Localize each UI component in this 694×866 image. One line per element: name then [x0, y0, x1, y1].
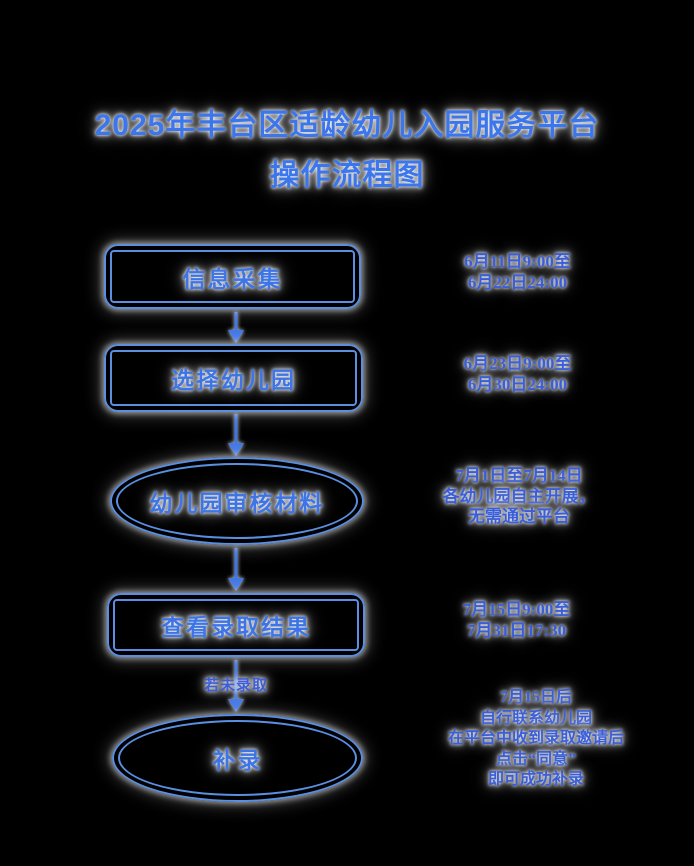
flow-node-label: 补录 [212, 748, 263, 773]
flow-node-inner-frame: 信息采集 [110, 250, 355, 303]
note-line: 7月15日9:00至 [462, 600, 571, 619]
edge-label-not-admitted: 若未录取 [203, 678, 269, 694]
note-line: 自行联系幼儿园 [479, 709, 592, 727]
flow-node-inner-frame: 补录 [118, 720, 357, 796]
note-view-results-dates: 7月15日9:00至 7月31日17:30 [444, 600, 589, 641]
arrow-step2-step3 [228, 414, 244, 456]
flow-node-supplementary-enrollment: 补录 [112, 714, 363, 802]
flow-node-label: 幼儿园审核材料 [149, 491, 325, 516]
arrow-step1-step2 [228, 312, 244, 343]
arrow-step4-step5 [228, 660, 244, 712]
title-line-1: 2025年丰台区适龄幼儿入园服务平台 [94, 109, 600, 142]
flow-node-view-results: 查看录取结果 [107, 593, 365, 657]
note-line: 7月1日至7月14日 [455, 466, 583, 485]
note-info-collection-dates: 6月11日9:00至 6月22日24:00 [445, 252, 590, 293]
note-line: 点击“同意” [495, 750, 576, 768]
note-material-review-dates: 7月1日至7月14日 各幼儿园自主开展， 无需通过平台 [433, 466, 605, 528]
note-line: 在平台中收到录取邀请后 [447, 730, 624, 747]
note-choose-kindergarten-dates: 6月23日9:00至 6月30日24:00 [445, 354, 590, 395]
note-line: 即可成功补录 [487, 771, 584, 788]
title-line-2: 操作流程图 [269, 159, 425, 192]
flow-node-info-collection: 信息采集 [104, 244, 361, 309]
flow-node-choose-kindergarten: 选择幼儿园 [104, 344, 363, 412]
flow-node-inner-frame: 幼儿园审核材料 [116, 463, 358, 539]
note-line: 7月31日17:30 [466, 620, 567, 640]
note-line: 无需通过平台 [468, 507, 570, 526]
flow-node-material-review: 幼儿园审核材料 [110, 457, 364, 545]
note-line: 6月23日9:00至 [463, 354, 572, 373]
note-line: 6月11日9:00至 [464, 252, 571, 271]
note-line: 各幼儿园自主开展， [442, 486, 596, 506]
flow-node-label: 选择幼儿园 [171, 368, 296, 393]
flow-node-label: 查看录取结果 [161, 615, 311, 640]
flow-node-inner-frame: 查看录取结果 [113, 599, 359, 651]
page-title: 2025年丰台区适龄幼儿入园服务平台 操作流程图 [0, 101, 694, 201]
note-line: 6月30日24:00 [467, 374, 568, 394]
flow-node-inner-frame: 选择幼儿园 [110, 350, 357, 406]
note-supplementary-enrollment-info: 7月15日后 自行联系幼儿园 在平台中收到录取邀请后 点击“同意” 即可成功补录 [440, 688, 632, 791]
arrow-step3-step4 [228, 548, 244, 591]
flow-node-label: 信息采集 [182, 266, 283, 292]
note-line: 7月15日后 [499, 689, 572, 706]
note-line: 6月22日24:00 [467, 272, 568, 292]
